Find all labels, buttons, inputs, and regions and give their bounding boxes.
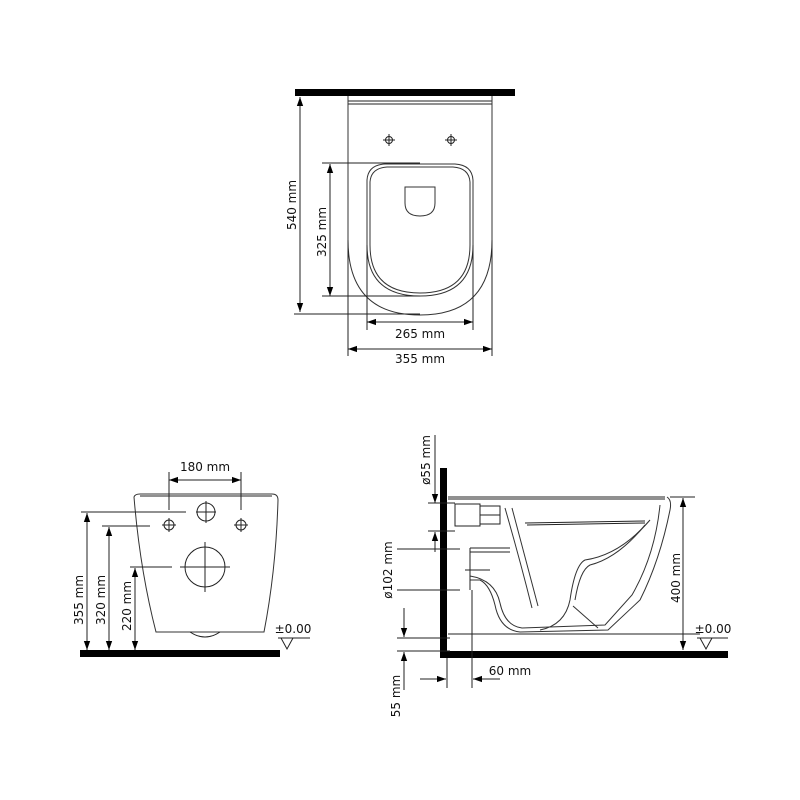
- dim-wall-offset: 60 mm: [489, 664, 531, 678]
- floor-bar-front: [80, 650, 280, 657]
- fixing-mark-icon: [383, 134, 457, 146]
- bowl-outline-front: [133, 493, 279, 633]
- dim-inlet-diameter: ø55 mm: [419, 435, 433, 485]
- seat-hinge-cutout: [404, 186, 436, 217]
- wall-bar-side: [440, 468, 447, 658]
- dim-total-length: 540 mm: [285, 180, 299, 230]
- dim-inlet-height: 355 mm: [72, 575, 86, 625]
- dim-floor-gap: 55 mm: [389, 675, 403, 717]
- dim-seat-width: 265 mm: [395, 327, 445, 341]
- dim-seat-length: 325 mm: [315, 207, 329, 257]
- dim-fixing-height: 320 mm: [94, 575, 108, 625]
- top-view: 540 mm 325 mm 265 mm 355 mm: [285, 89, 515, 366]
- wall-bar-top: [295, 89, 515, 96]
- dim-outlet-diameter: ø102 mm: [381, 541, 395, 598]
- dim-outlet-height: 220 mm: [120, 581, 134, 631]
- floor-level-label: ±0.00: [275, 622, 312, 636]
- dim-total-width: 355 mm: [395, 352, 445, 366]
- front-view: 180 mm 355 mm 320 mm 220 mm ±0.00: [72, 460, 311, 657]
- floor-bar-side: [440, 651, 728, 658]
- bowl-outline-side: [470, 496, 672, 633]
- bowl-outline-top: [347, 96, 493, 316]
- dim-fixing-spacing: 180 mm: [180, 460, 230, 474]
- side-view: ø55 mm ø102 mm 55 mm 60 mm 400 mm ±0.00: [381, 435, 731, 717]
- dim-bowl-height: 400 mm: [669, 553, 683, 603]
- seat-outline: [366, 163, 474, 297]
- floor-level-label-side: ±0.00: [695, 622, 732, 636]
